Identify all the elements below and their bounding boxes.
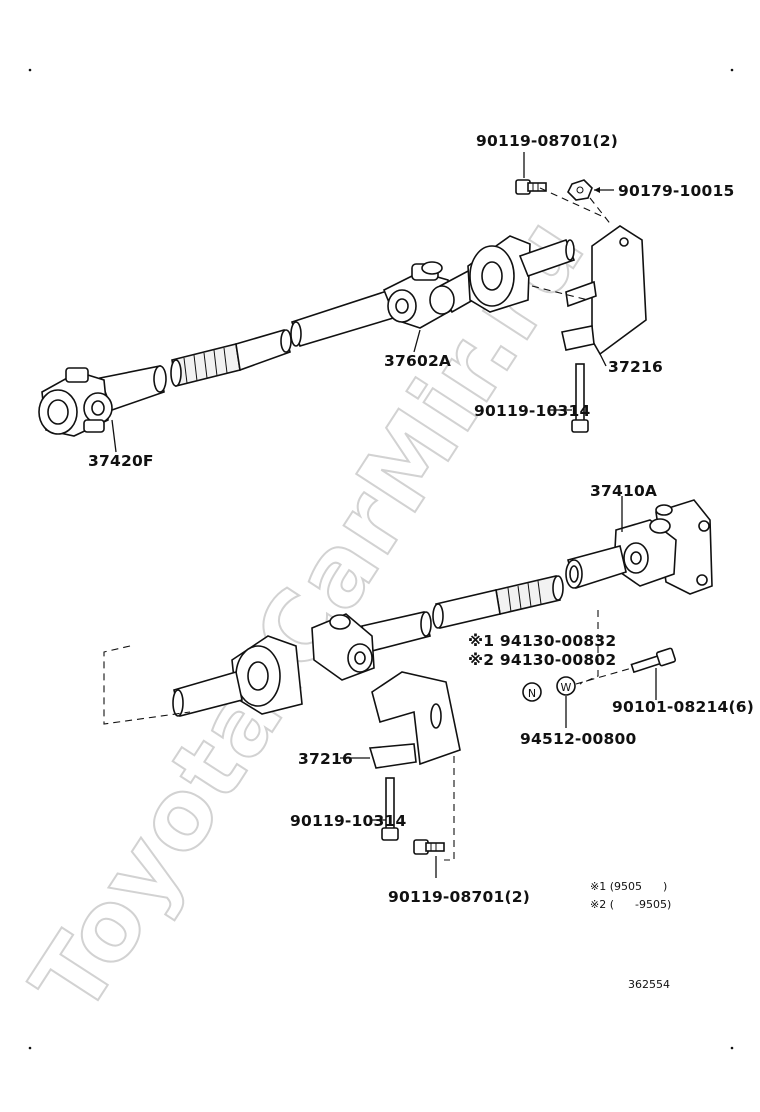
note-2: ※2 ( -9505) — [590, 898, 671, 911]
label-90119-10314-bottom: 90119-10314 — [290, 812, 406, 830]
bracket-37216-lower — [368, 671, 461, 769]
label-94130-00802: ※2 94130-00802 — [468, 651, 616, 669]
bolt-90101-08214 — [630, 647, 677, 674]
front-yoke-37420F — [38, 365, 167, 437]
upper-propeller-shaft — [38, 152, 647, 453]
dash-lower-right — [579, 610, 599, 685]
label-37602A: 37602A — [384, 352, 451, 370]
label-37410A: 37410A — [590, 482, 657, 500]
dash-lower-washer — [575, 667, 633, 685]
ujoint-37602A — [382, 261, 481, 329]
dash-upper-3 — [531, 285, 589, 301]
rear-flange-37410A — [565, 499, 713, 595]
spline-stub-upper — [170, 329, 292, 387]
dash-lower-bracket — [444, 756, 455, 861]
footnotes: ※1 (9505 ) ※2 ( -9505) 362554 — [590, 880, 671, 991]
label-90119-08701-top: 90119-08701(2) — [476, 132, 618, 150]
note-1: ※1 (9505 ) — [590, 880, 667, 893]
dash-upper-2 — [589, 197, 613, 227]
label-90119-10314-top: 90119-10314 — [474, 402, 590, 420]
label-94130-00832: ※1 94130-00832 — [468, 632, 616, 650]
label-90101-08214: 90101-08214(6) — [612, 698, 754, 716]
dash-upper-1 — [539, 187, 607, 219]
ujoint-lower — [311, 613, 375, 681]
bracket-37216-upper — [561, 225, 647, 356]
washer-94512-00800: W — [556, 676, 576, 696]
spline-stub-lower — [432, 575, 564, 629]
label-90119-08701-bottom: 90119-08701(2) — [388, 888, 530, 906]
bolt-90119-08701-upper — [515, 179, 547, 195]
corner-marks — [28, 68, 734, 1050]
label-37216-bottom: 37216 — [298, 750, 353, 768]
label-94512-00800: 94512-00800 — [520, 730, 636, 748]
bolt-90119-10314-upper — [571, 363, 589, 433]
illustration-id: 362554 — [628, 978, 670, 991]
lower-propeller-shaft: N W — [103, 496, 713, 878]
nut-90179-10015 — [567, 179, 593, 201]
nut-marker: N — [528, 687, 536, 700]
center-bearing-upper — [467, 235, 576, 313]
nut-94130: N — [522, 682, 542, 702]
washer-marker: W — [561, 681, 572, 694]
label-37420F: 37420F — [88, 452, 154, 470]
bolt-90119-10314-lower — [381, 777, 399, 841]
part-labels: 90119-08701(2) 90179-10015 37602A 37216 … — [88, 132, 754, 906]
dash-lower-left — [103, 645, 191, 725]
bolt-90119-08701-lower — [413, 839, 445, 855]
label-90179-10015: 90179-10015 — [618, 182, 734, 200]
label-37216-top: 37216 — [608, 358, 663, 376]
center-bearing-lower — [172, 635, 303, 717]
